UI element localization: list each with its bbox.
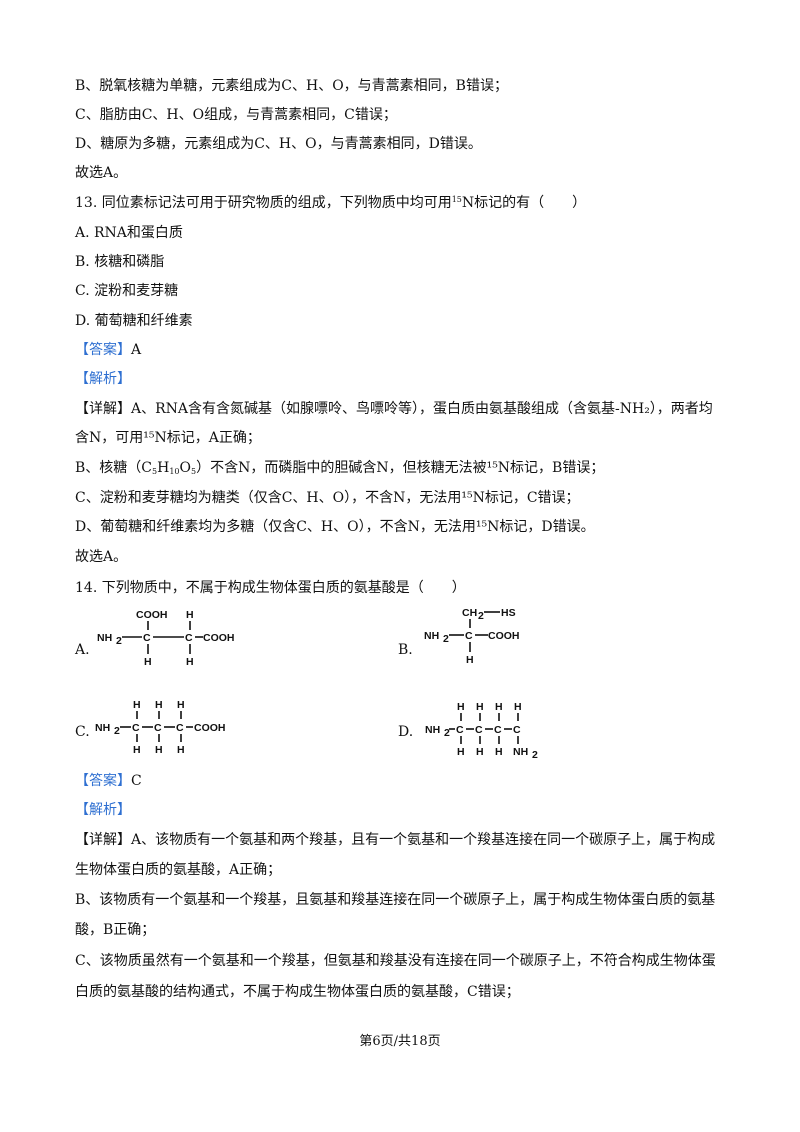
svg-text:COOH: COOH bbox=[488, 630, 520, 642]
q13-detail-b: B、核糖（C5H10O5）不含N，而磷脂中的胆碱含N，但核糖无法被¹⁵N标记，B… bbox=[75, 460, 605, 476]
q14-stem: 14. 下列物质中，不属于构成生物体蛋白质的氨基酸是（ ） bbox=[75, 580, 466, 596]
svg-text:H: H bbox=[155, 744, 163, 756]
svg-text:C: C bbox=[475, 724, 483, 736]
prev-conclusion: 故选A。 bbox=[75, 165, 128, 181]
svg-text:C: C bbox=[456, 724, 464, 736]
q14-analysis-tag: 【解析】 bbox=[75, 802, 131, 818]
svg-text:H: H bbox=[186, 656, 194, 668]
svg-text:C: C bbox=[176, 722, 184, 734]
q14-option-a-structure: COOH H NH 2 C C COOH H H bbox=[97, 609, 235, 668]
prev-option-d-analysis: D、糖原为多糖，元素组成为C、H、O，与青蒿素相同，D错误。 bbox=[75, 136, 482, 152]
svg-text:C: C bbox=[465, 630, 473, 642]
svg-text:H: H bbox=[177, 699, 185, 711]
q14-detail-c: C、该物质虽然有一个氨基和一个羧基，但氨基和羧基没有连接在同一个碳原子上，不符合… bbox=[75, 953, 716, 969]
q13-stem: 13. 同位素标记法可用于研究物质的组成，下列物质中均可用15N标记的有（ ） bbox=[75, 195, 587, 211]
q13-detail-d: D、葡萄糖和纤维素均为多糖（仅含C、H、O），不含N，无法用¹⁵N标记，D错误。 bbox=[75, 519, 595, 535]
svg-text:H: H bbox=[476, 746, 484, 758]
prev-option-b-analysis: B、脱氧核糖为单糖，元素组成为C、H、O，与青蒿素相同，B错误； bbox=[75, 78, 508, 94]
svg-text:2: 2 bbox=[444, 727, 450, 739]
q14-option-c-label: C. bbox=[75, 724, 90, 740]
svg-text:H: H bbox=[476, 701, 484, 713]
q13-option-a: A. RNA和蛋白质 bbox=[75, 225, 183, 241]
svg-text:C: C bbox=[143, 632, 151, 644]
svg-text:H: H bbox=[177, 744, 185, 756]
detail-tag: 【详解】 bbox=[75, 832, 131, 848]
svg-text:H: H bbox=[514, 701, 522, 713]
svg-text:H: H bbox=[495, 746, 503, 758]
q14-detail-b: B、该物质有一个氨基和一个羧基，且氨基和羧基连接在同一个碳原子上，属于构成生物体… bbox=[75, 892, 716, 908]
svg-text:H: H bbox=[133, 699, 141, 711]
q14-option-c-structure: H H H NH 2 C C C COOH H H H bbox=[95, 699, 226, 756]
svg-text:CH: CH bbox=[462, 607, 477, 619]
q14-detail-a-cont: 生物体蛋白质的氨基酸，A正确； bbox=[75, 862, 282, 878]
svg-text:C: C bbox=[494, 724, 502, 736]
svg-text:NH: NH bbox=[95, 722, 110, 734]
svg-text:H: H bbox=[186, 609, 194, 621]
svg-text:H: H bbox=[133, 744, 141, 756]
svg-text:H: H bbox=[457, 701, 465, 713]
svg-text:2: 2 bbox=[116, 635, 122, 647]
svg-text:NH: NH bbox=[513, 746, 528, 758]
q13-detail-a: 【详解】A、RNA含有含氮碱基（如腺嘌呤、鸟嘌呤等），蛋白质由氨基酸组成（含氨基… bbox=[75, 401, 713, 417]
q13-analysis-tag: 【解析】 bbox=[75, 371, 131, 387]
q13-detail-a-cont: 含N，可用¹⁵N标记，A正确； bbox=[75, 430, 261, 446]
svg-text:H: H bbox=[495, 701, 503, 713]
q13-option-d: D. 葡萄糖和纤维素 bbox=[75, 313, 193, 329]
svg-text:NH: NH bbox=[424, 630, 439, 642]
q14-option-a-label: A. bbox=[75, 642, 90, 658]
q13-option-b: B. 核糖和磷脂 bbox=[75, 254, 165, 270]
svg-text:2: 2 bbox=[443, 633, 449, 645]
svg-text:H: H bbox=[144, 656, 152, 668]
svg-text:C: C bbox=[513, 724, 521, 736]
svg-text:H: H bbox=[155, 699, 163, 711]
answer-tag: 【答案】 bbox=[75, 342, 131, 358]
q14-detail-b-cont: 酸，B正确； bbox=[75, 922, 156, 938]
svg-text:H: H bbox=[466, 654, 474, 666]
svg-text:COOH: COOH bbox=[203, 632, 235, 644]
q14-detail-a: 【详解】A、该物质有一个氨基和两个羧基，且有一个氨基和一个羧基连接在同一个碳原子… bbox=[75, 832, 716, 848]
svg-text:2: 2 bbox=[114, 725, 120, 737]
svg-text:C: C bbox=[132, 722, 140, 734]
svg-text:NH: NH bbox=[97, 632, 112, 644]
q14-option-b-label: B. bbox=[398, 642, 413, 658]
svg-text:C: C bbox=[185, 632, 193, 644]
svg-text:HS: HS bbox=[501, 607, 516, 619]
svg-text:COOH: COOH bbox=[136, 609, 168, 621]
q14-detail-c-cont: 白质的氨基酸的结构通式，不属于构成生物体蛋白质的氨基酸，C错误； bbox=[75, 984, 520, 1000]
q13-conclusion: 故选A。 bbox=[75, 549, 128, 565]
svg-text:C: C bbox=[154, 722, 162, 734]
q14-answer: 【答案】C bbox=[75, 773, 142, 789]
svg-text:NH: NH bbox=[425, 724, 440, 736]
q13-answer: 【答案】A bbox=[75, 342, 142, 358]
svg-text:H: H bbox=[457, 746, 465, 758]
prev-option-c-analysis: C、脂肪由C、H、O组成，与青蒿素相同，C错误； bbox=[75, 107, 397, 123]
svg-text:2: 2 bbox=[478, 610, 484, 622]
page-footer: 第6页/共18页 bbox=[359, 1034, 441, 1049]
detail-tag: 【详解】 bbox=[75, 401, 131, 417]
q14-option-d-label: D. bbox=[398, 724, 414, 740]
answer-tag: 【答案】 bbox=[75, 773, 131, 789]
svg-text:2: 2 bbox=[532, 749, 538, 761]
svg-text:COOH: COOH bbox=[194, 722, 226, 734]
q13-detail-c: C、淀粉和麦芽糖均为糖类（仅含C、H、O），不含N，无法用¹⁵N标记，C错误； bbox=[75, 490, 580, 506]
q14-option-d-structure: H H H H NH 2 C C C C H H H NH 2 bbox=[425, 701, 538, 761]
q13-option-c: C. 淀粉和麦芽糖 bbox=[75, 283, 179, 299]
